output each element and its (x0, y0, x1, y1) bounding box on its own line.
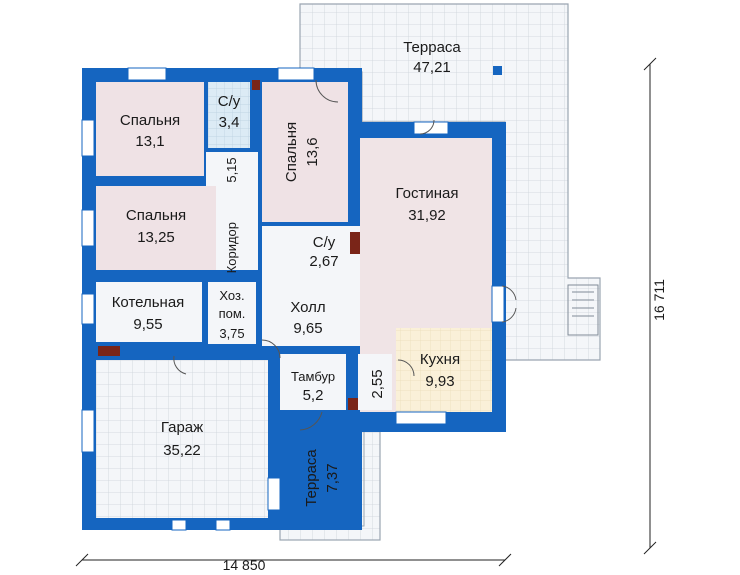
bedroom3-area: 13,6 (304, 137, 321, 166)
kitchen-area: 9,93 (425, 373, 454, 390)
terrace-small-area-label: 7,37 (324, 463, 341, 492)
room-floors (96, 82, 492, 518)
bath1-area: 3,4 (219, 114, 240, 131)
garage-area: 35,22 (163, 442, 201, 459)
vestibule-area: 5,2 (303, 387, 324, 404)
bedroom3-name: Спальня (283, 122, 300, 182)
bedroom1-area: 13,1 (135, 133, 164, 150)
bedroom2-name: Спальня (126, 207, 186, 224)
hall-area: 9,65 (293, 320, 322, 337)
bath2-area: 2,67 (309, 253, 338, 270)
windows (81, 67, 505, 531)
storage-name-2: пом. (219, 306, 246, 321)
storage-name-1: Хоз. (219, 288, 244, 303)
bedroom2-area: 13,25 (137, 229, 175, 246)
bedroom1-name: Спальня (120, 112, 180, 129)
closet-area: 2,55 (369, 369, 386, 398)
storage-area: 3,75 (219, 326, 244, 341)
terrace-small-name: Терраса (303, 449, 320, 507)
bath1-name: С/у (218, 93, 241, 110)
boiler-area: 9,55 (133, 316, 162, 333)
corridor-area: 5,15 (224, 157, 239, 182)
garage-name: Гараж (161, 419, 203, 436)
height-dimension: 16 711 (651, 279, 667, 321)
width-dimension: 14 850 (223, 557, 266, 573)
boiler-name: Котельная (112, 294, 185, 311)
terrace-big-name: Терраса (403, 39, 461, 56)
vestibule-name: Тамбур (291, 369, 335, 384)
corridor-name: Коридор (224, 222, 239, 273)
living-area: 31,92 (408, 207, 446, 224)
hall-name: Холл (290, 299, 325, 316)
bath2-name: С/у (313, 234, 336, 251)
living-name: Гостиная (396, 185, 459, 202)
door-swings (173, 79, 517, 431)
kitchen-name: Кухня (420, 351, 460, 368)
chimneys (98, 80, 360, 410)
dimension-lines (75, 57, 657, 567)
terrace-big-area-label: 47,21 (413, 59, 451, 76)
